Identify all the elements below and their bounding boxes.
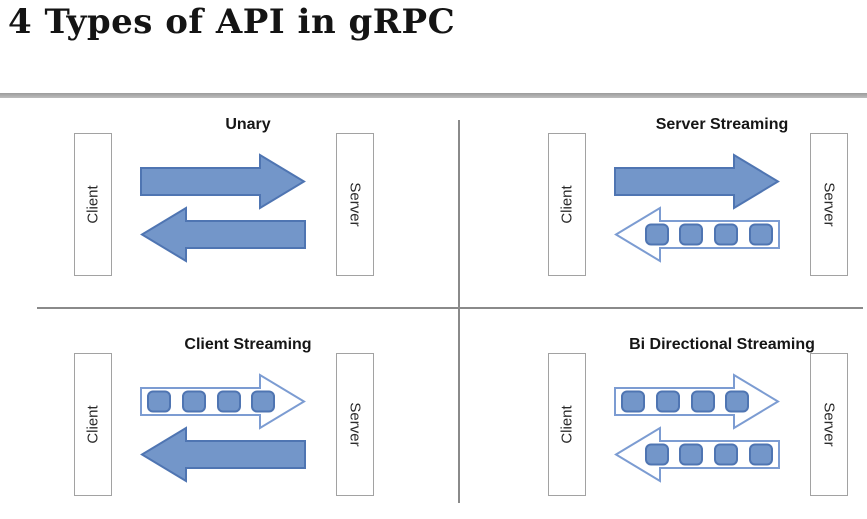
request-stream-arrow-right-icon bbox=[614, 373, 780, 430]
server-label: Server bbox=[346, 182, 364, 227]
response-stream-arrow-left-icon bbox=[614, 426, 780, 483]
server-label: Server bbox=[820, 402, 838, 447]
request-arrow-right-solid-icon bbox=[140, 153, 306, 210]
quadrant-unary: Unary Client Server bbox=[38, 110, 458, 307]
server-box: Server bbox=[810, 353, 848, 496]
quadrant-client-streaming: Client Streaming Client Server bbox=[38, 330, 458, 519]
client-box: Client bbox=[548, 133, 586, 276]
client-label: Client bbox=[558, 405, 576, 444]
quadrant-divider-horizontal bbox=[37, 307, 863, 309]
client-label: Client bbox=[558, 185, 576, 224]
client-label: Client bbox=[84, 185, 102, 224]
quadrant-title: Bi Directional Streaming bbox=[629, 336, 815, 353]
server-box: Server bbox=[810, 133, 848, 276]
server-box: Server bbox=[336, 133, 374, 276]
server-label: Server bbox=[820, 182, 838, 227]
quadrant-divider-vertical bbox=[458, 120, 460, 503]
client-box: Client bbox=[74, 353, 112, 496]
quadrant-title: Client Streaming bbox=[184, 336, 312, 353]
response-stream-arrow-left-icon bbox=[614, 206, 780, 263]
server-label: Server bbox=[346, 402, 364, 447]
quadrant-bidirectional-streaming: Bi Directional Streaming Client Server bbox=[512, 330, 867, 519]
page-title: 4 Types of API in gRPC bbox=[8, 2, 456, 42]
title-underline-rule bbox=[0, 93, 867, 98]
quadrant-server-streaming: Server Streaming Client Server bbox=[512, 110, 867, 307]
client-box: Client bbox=[74, 133, 112, 276]
request-arrow-right-solid-icon bbox=[614, 153, 780, 210]
request-stream-arrow-right-icon bbox=[140, 373, 306, 430]
client-box: Client bbox=[548, 353, 586, 496]
response-arrow-left-solid-icon bbox=[140, 426, 306, 483]
quadrant-title: Server Streaming bbox=[655, 116, 789, 133]
quadrant-title: Unary bbox=[225, 116, 271, 133]
response-arrow-left-solid-icon bbox=[140, 206, 306, 263]
server-box: Server bbox=[336, 353, 374, 496]
client-label: Client bbox=[84, 405, 102, 444]
